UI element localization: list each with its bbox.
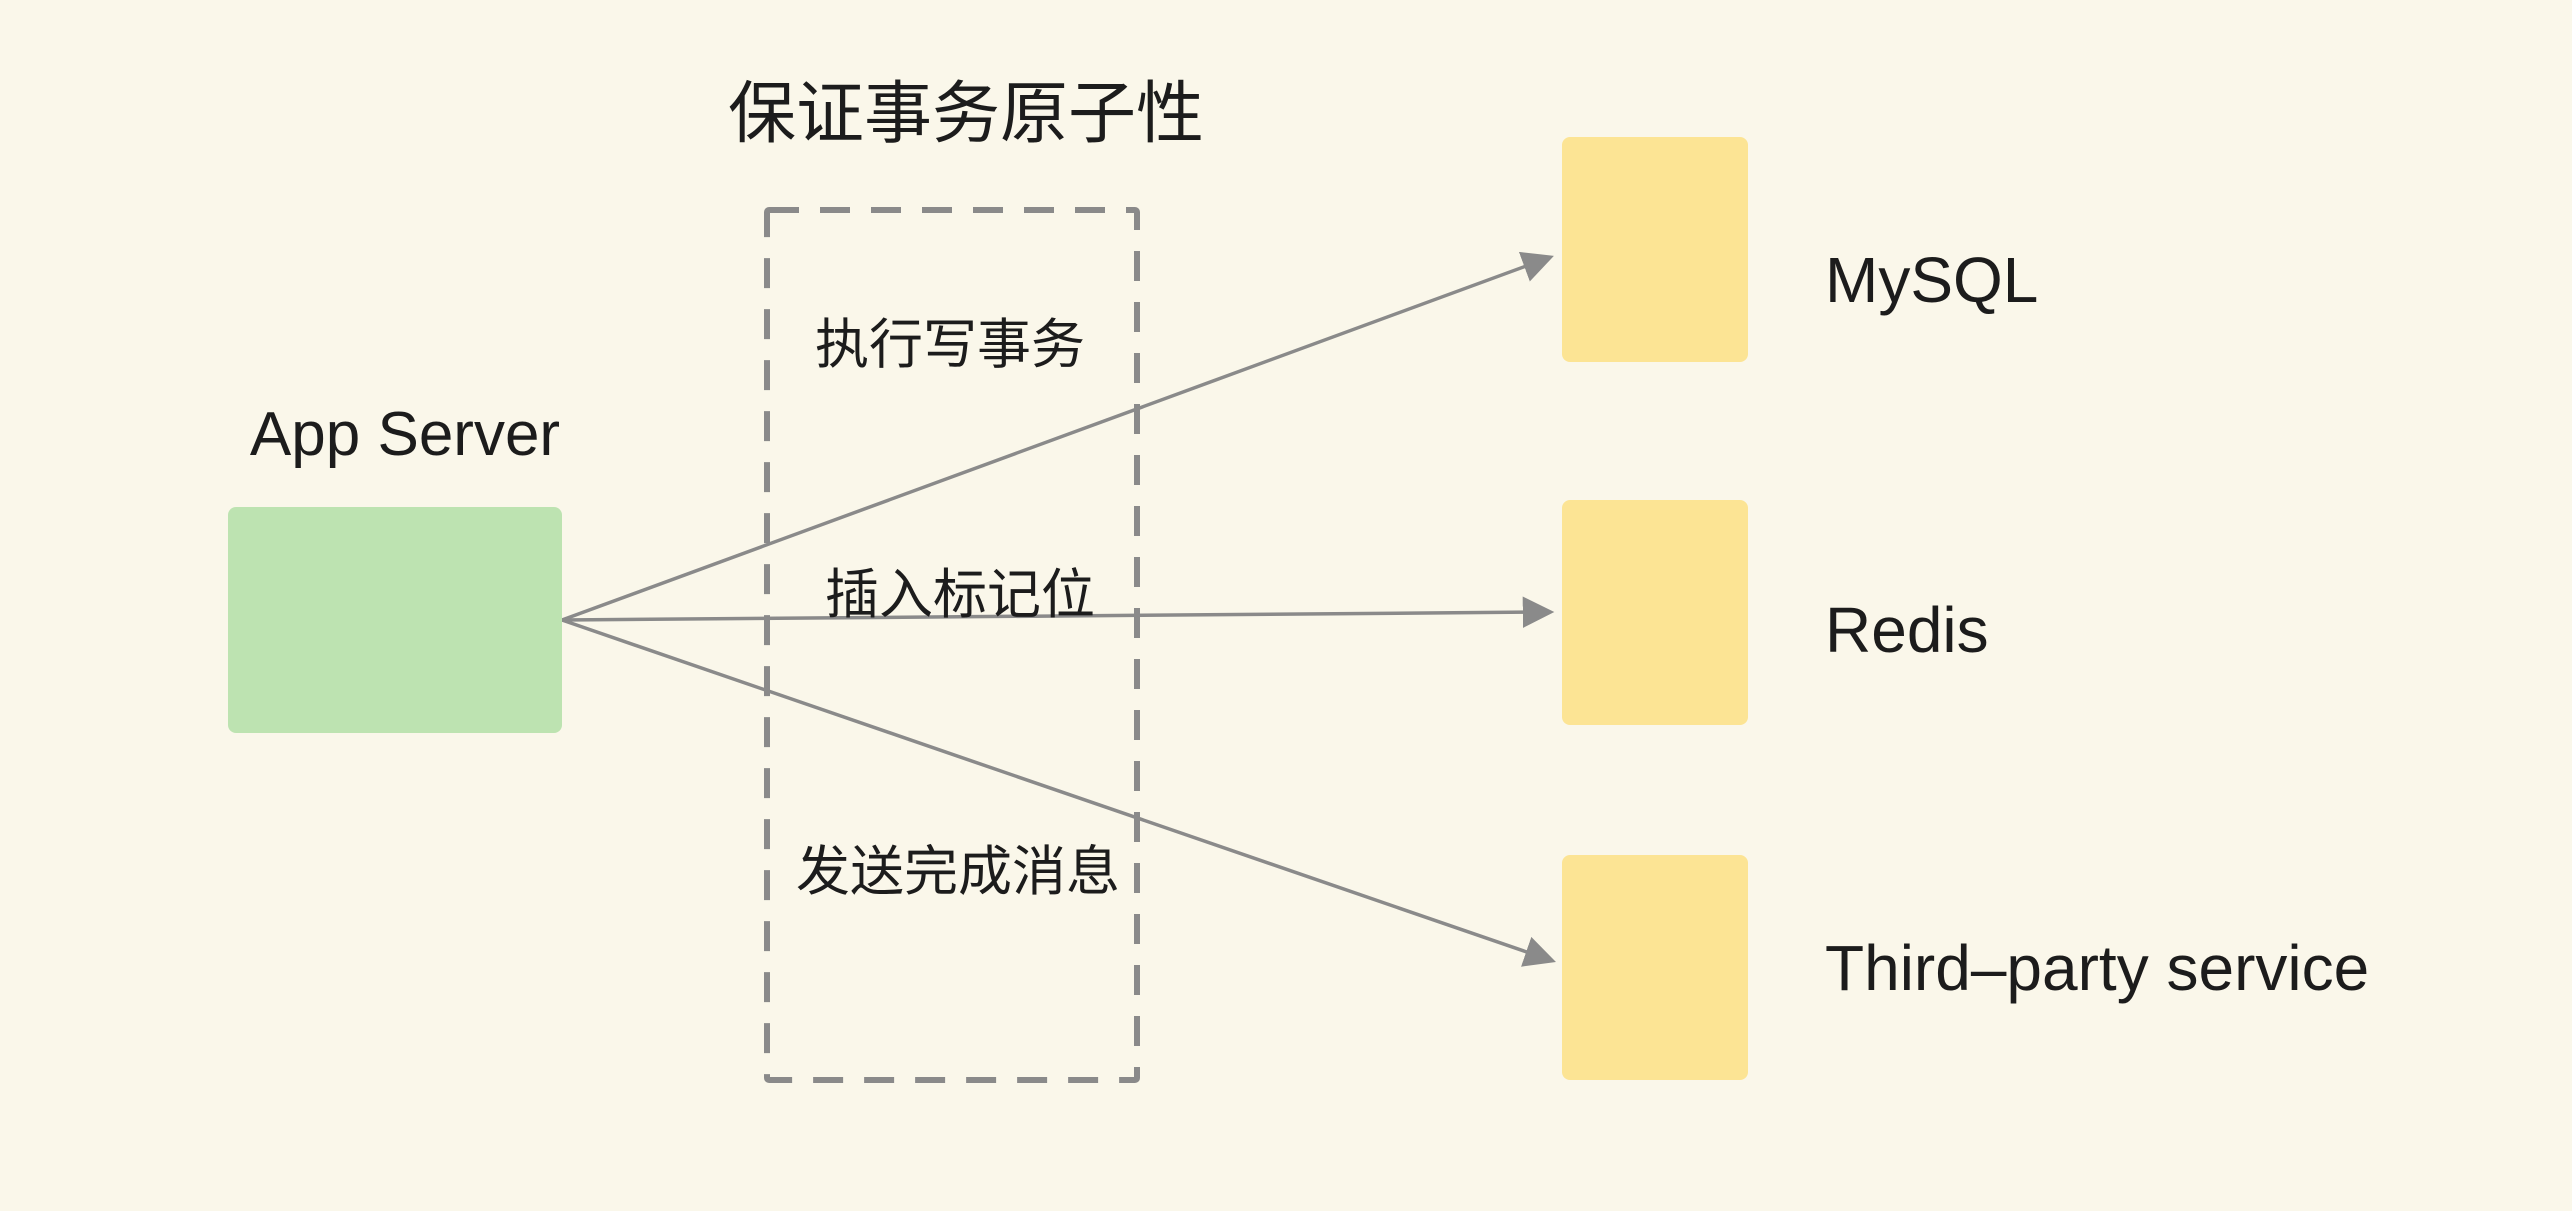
redis-label: Redis [1825, 594, 1989, 666]
third-party-service-label: Third–party service [1825, 932, 2370, 1004]
atomicity-boundary-box [764, 207, 1140, 1083]
arrow-to-redis [561, 596, 1555, 628]
diagram-title: 保证事务原子性 [727, 76, 1205, 152]
app-server-label: App Server [249, 400, 561, 469]
third-party-service-node [1562, 855, 1748, 1080]
app-server-node [228, 507, 562, 733]
step-label-send-completion-message: 发送完成消息 [796, 842, 1120, 902]
redis-node [1562, 500, 1748, 725]
arrow-to-third-party [561, 618, 1556, 967]
step-label-insert-marker-bit: 插入标记位 [825, 565, 1095, 625]
step-label-execute-write-transaction: 执行写事务 [815, 315, 1085, 375]
arrow-to-mysql [561, 251, 1554, 622]
mysql-label: MySQL [1825, 244, 2039, 316]
mysql-node [1562, 137, 1748, 362]
